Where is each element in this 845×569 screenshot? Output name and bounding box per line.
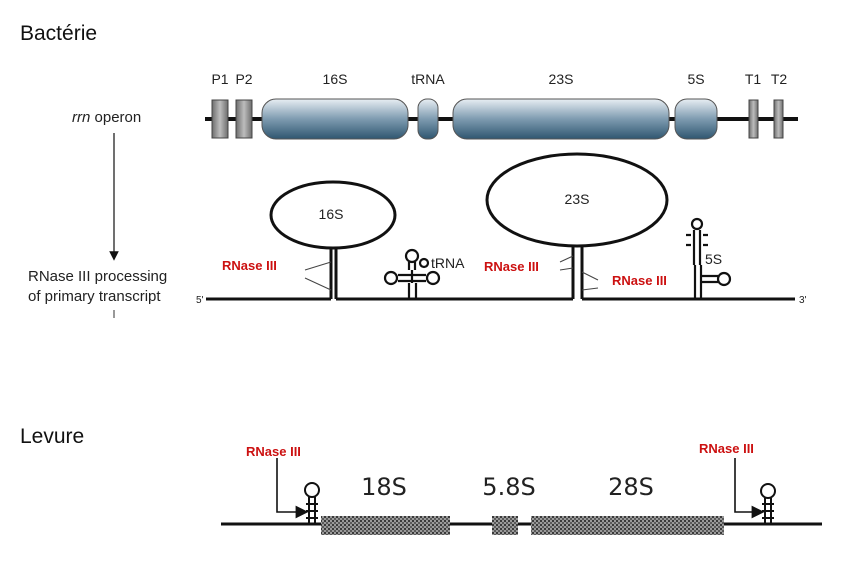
loop-23s [485,152,669,248]
section-title-yeast-text: Levure [20,425,84,448]
yeast-label-18s: 18S [361,473,407,501]
processing-label-line1: RNase III processing [28,268,167,285]
rnase-cut-lines-3 [581,271,599,291]
gene-16s-box [261,98,409,140]
yeast-segment-18s [321,516,450,535]
rnase-cut-lines-1 [304,261,332,291]
promoter-p1-label: P1 [211,71,228,87]
loop-23s-label: 23S [565,191,590,207]
gene-16s-label: 16S [323,71,348,87]
promoter-p2-label: P2 [235,71,252,87]
terminator-t2-label: T2 [771,71,788,87]
gene-trna-label: tRNA [411,71,445,87]
promoter-p1-box [211,99,229,139]
loop-16s-label: 16S [319,206,344,222]
rnase-label-yeast-1: RNase III [246,444,301,459]
loop-16s [269,180,397,250]
loop-trna-label: tRNA [431,255,465,271]
promoter-p2-box [235,99,253,139]
section-title-bacteria: Bactérie [20,22,97,45]
yeast-diagram: RNase III RNase III 18S 5.8S 28S [221,441,822,535]
terminator-t2-box [773,99,784,139]
yeast-cut-arrow-right [734,458,765,519]
rnase-label-yeast-2: RNase III [699,441,754,456]
operon-label: rrn operon [72,109,141,126]
yeast-hairpin-right [760,483,776,524]
gene-23s-box [452,98,670,140]
terminator-t1-label: T1 [745,71,762,87]
gene-5s-box [674,98,718,140]
gene-trna-box [417,98,439,140]
yeast-label-28s: 28S [608,473,654,501]
terminator-t1-box [748,99,759,139]
yeast-segment-58s [492,516,518,535]
rnase-cut-lines-2 [559,255,574,271]
transcript-diagram: 5' 3' 16S 23S tRNA [196,152,807,306]
rnase-label-bacteria-3: RNase III [612,273,667,288]
rnase-label-bacteria-2: RNase III [484,259,539,274]
rnase-label-bacteria-1: RNase III [222,258,277,273]
yeast-cut-arrow-left [276,458,309,519]
operon-diagram: P1 P2 16S tRNA 23S 5S T1 T2 [205,71,798,140]
operon-label-rest: operon [90,109,141,126]
trna-cloverleaf [383,248,441,299]
processing-label-line2: of primary transcript [28,288,161,305]
loop-16s-stem [329,247,338,299]
yeast-hairpin-left [304,482,320,524]
gene-5s-label: 5S [687,71,704,87]
5s-stem-loop [686,217,732,299]
loop-5s-label: 5S [705,251,722,267]
transcript-5prime-label: 5' [196,295,204,306]
operon-label-italic: rrn [72,109,90,126]
loop-23s-stem [571,244,584,299]
yeast-segment-28s [531,516,724,535]
transcript-3prime-label: 3' [799,295,807,306]
gene-23s-label: 23S [549,71,574,87]
yeast-label-58s: 5.8S [482,473,535,501]
